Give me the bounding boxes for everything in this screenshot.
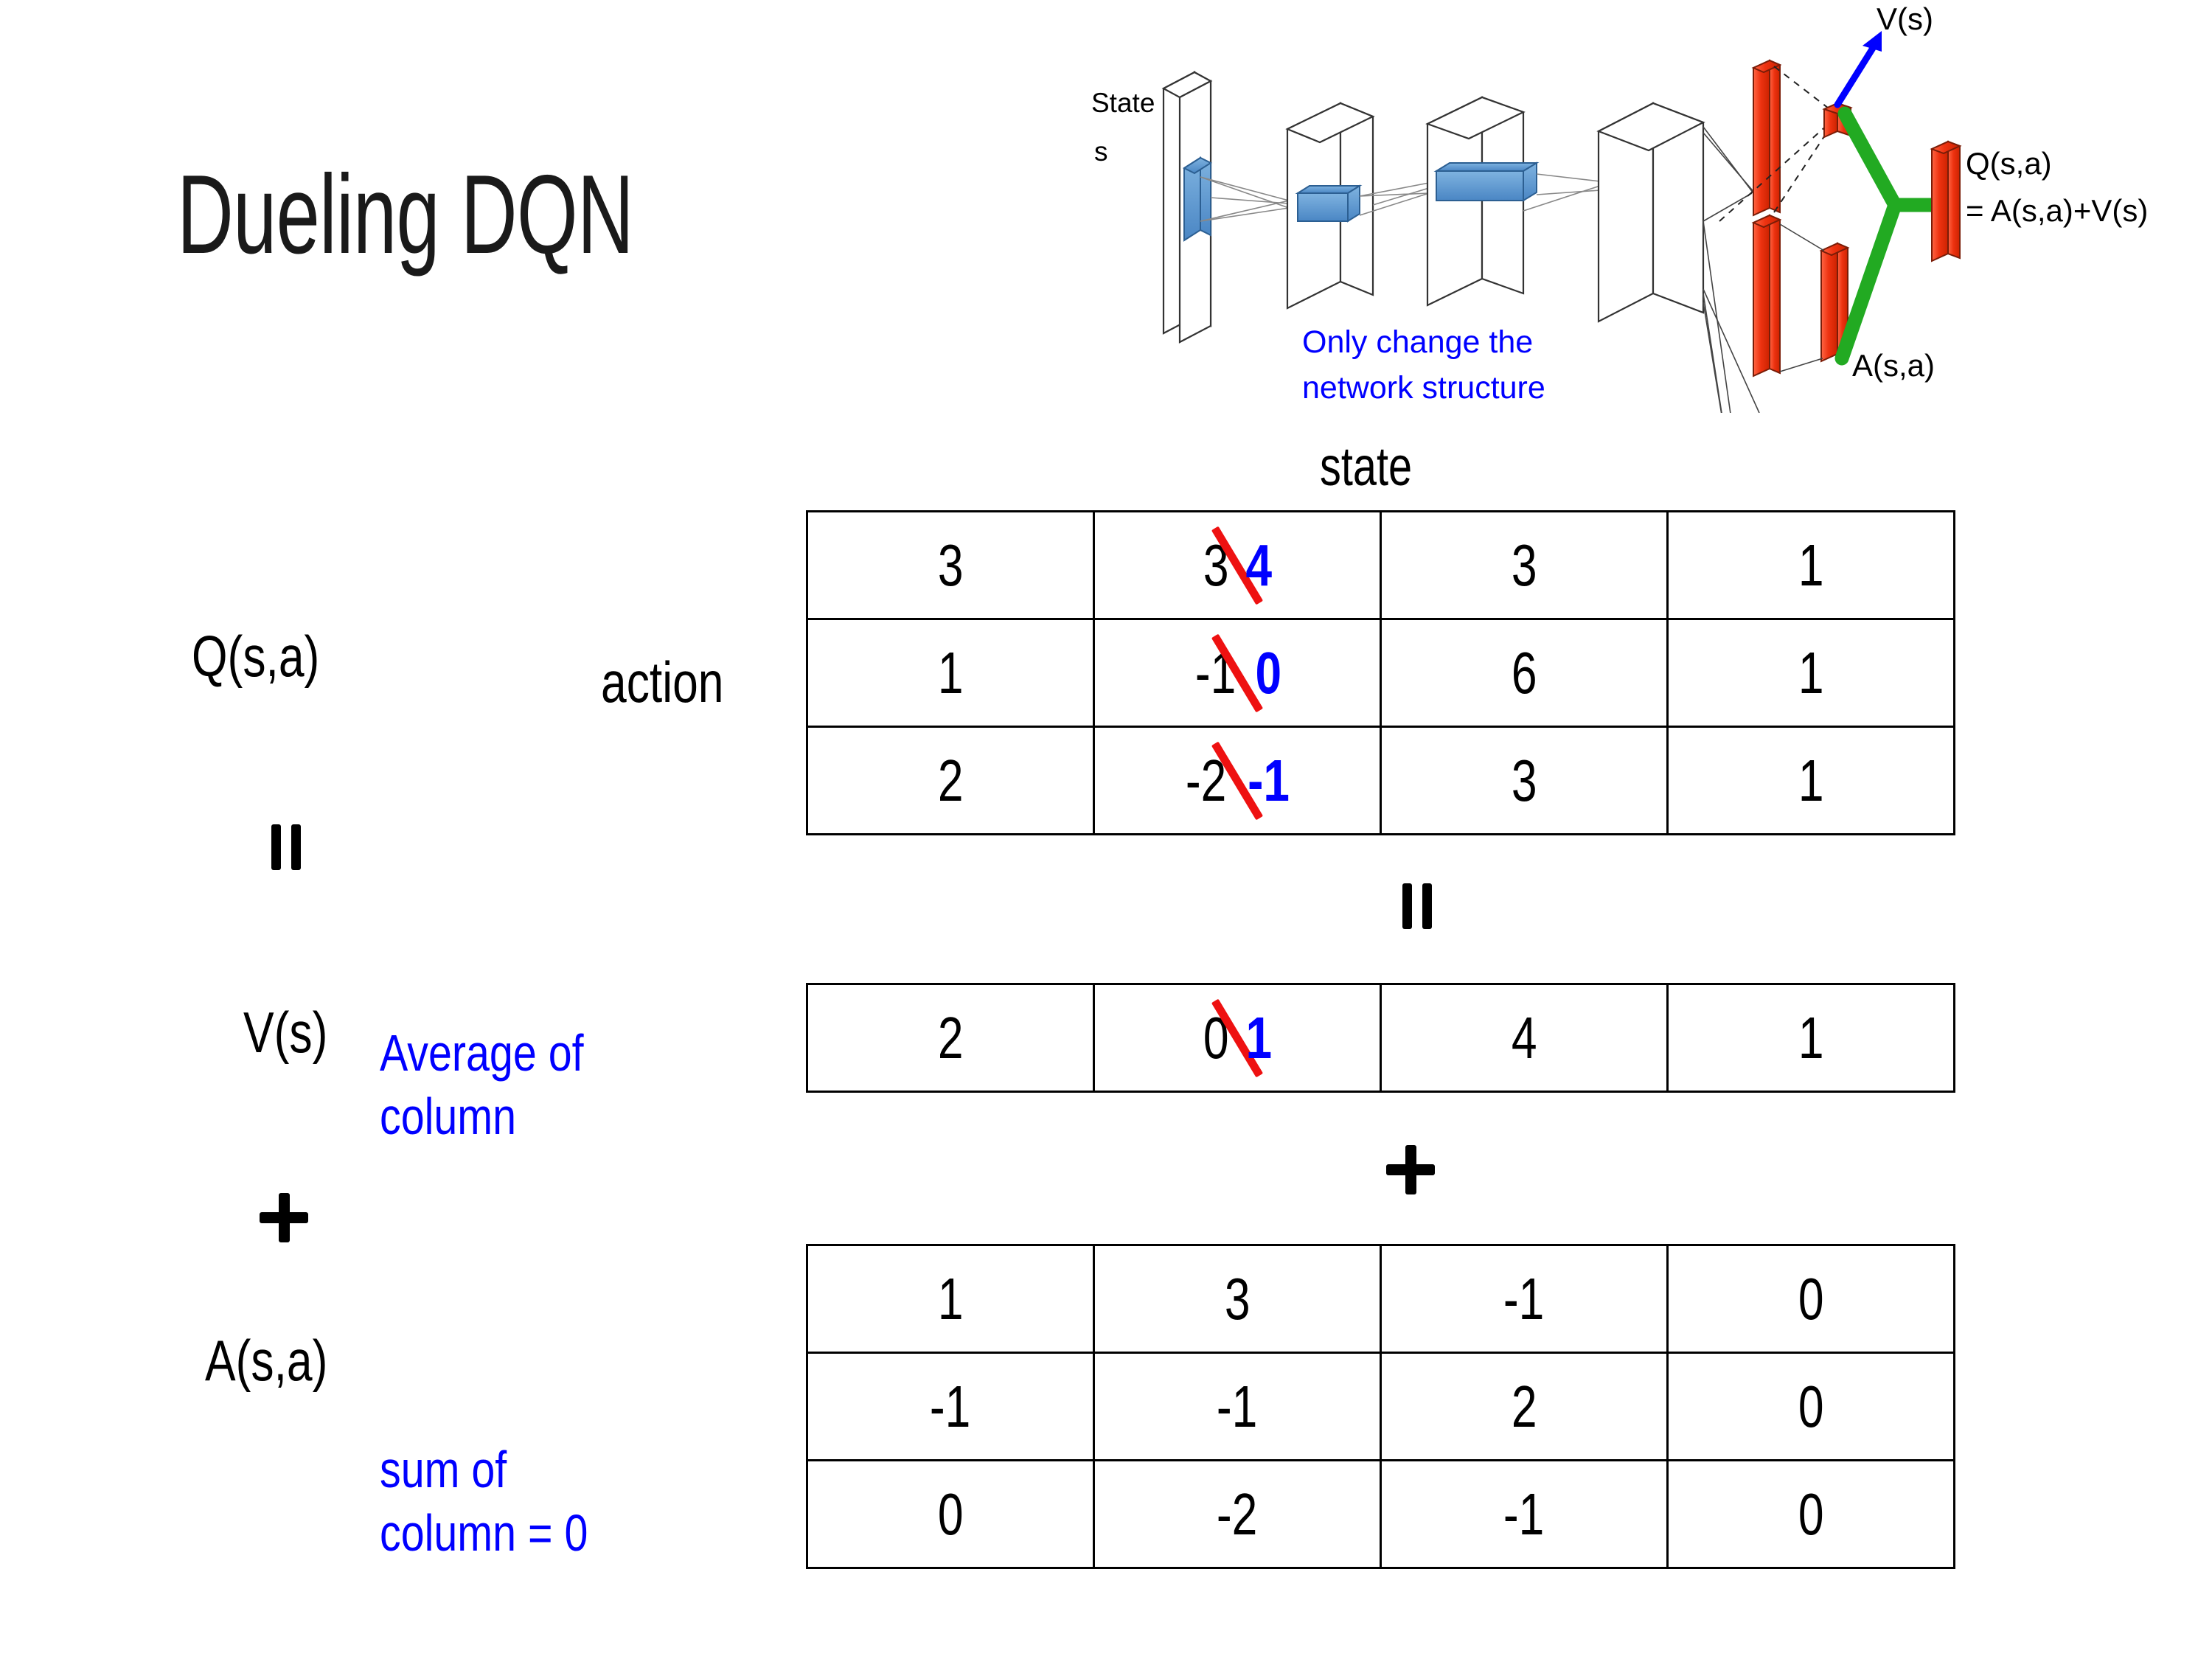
page-title: Dueling DQN bbox=[177, 152, 634, 277]
table-row: 2 -2-1 3 1 bbox=[806, 726, 1955, 835]
table-cell: -2 bbox=[1093, 1459, 1382, 1569]
diagram-note-line1: Only change the bbox=[1302, 324, 1533, 360]
a-value-table: 1 3 -1 0 -1 -1 2 0 0 -2 -1 0 bbox=[806, 1244, 1955, 1569]
table-cell: 3 bbox=[806, 510, 1095, 620]
table-cell: 3 bbox=[1093, 1244, 1382, 1354]
diagram-q-label-line2: = A(s,a)+V(s) bbox=[1966, 193, 2148, 228]
table-cell: 0 bbox=[1666, 1244, 1955, 1354]
table-cell-corrected: -2-1 bbox=[1093, 726, 1382, 835]
v-table-label: V(s) bbox=[243, 1000, 328, 1065]
diagram-note-line2: network structure bbox=[1302, 370, 1545, 406]
average-of-column-note: Average of column bbox=[380, 1024, 584, 1146]
dueling-network-diagram: State s V(s) Q(s,a) = A(s,a)+V(s) A(s,a)… bbox=[1084, 0, 2212, 413]
diagram-state-label-line2: s bbox=[1094, 136, 1108, 167]
table-cell: 3 bbox=[1380, 726, 1669, 835]
table-row: -1 -1 2 0 bbox=[806, 1352, 1955, 1461]
table-cell: 1 bbox=[806, 618, 1095, 728]
table-cell: 1 bbox=[1666, 726, 1955, 835]
table-cell: -1 bbox=[1380, 1244, 1669, 1354]
table-cell: 2 bbox=[806, 983, 1095, 1093]
table-cell: 0 bbox=[1666, 1352, 1955, 1461]
table-cell: 4 bbox=[1380, 983, 1669, 1093]
diagram-state-label-line1: State bbox=[1091, 88, 1155, 118]
table-cell: 0 bbox=[1666, 1459, 1955, 1569]
table-cell: 0 bbox=[806, 1459, 1095, 1569]
table-cell: 1 bbox=[806, 1244, 1095, 1354]
table-cell: -1 bbox=[1380, 1459, 1669, 1569]
action-axis-header: action bbox=[601, 650, 724, 714]
table-cell: 3 bbox=[1380, 510, 1669, 620]
sum-of-column-note: sum of column = 0 bbox=[380, 1441, 588, 1562]
table-cell: -1 bbox=[806, 1352, 1095, 1461]
diagram-advantage-label: A(s,a) bbox=[1852, 348, 1935, 383]
diagram-q-label-line1: Q(s,a) bbox=[1966, 146, 2052, 181]
table-cell: 6 bbox=[1380, 618, 1669, 728]
table-cell: -1 bbox=[1093, 1352, 1382, 1461]
table-cell: 2 bbox=[806, 726, 1095, 835]
q-table-label: Q(s,a) bbox=[192, 624, 320, 689]
a-table-label: A(s,a) bbox=[205, 1328, 328, 1393]
diagram-value-label: V(s) bbox=[1877, 1, 1933, 36]
table-cell: 1 bbox=[1666, 983, 1955, 1093]
table-row: 0 -2 -1 0 bbox=[806, 1459, 1955, 1569]
table-cell: 2 bbox=[1380, 1352, 1669, 1461]
table-row: 1 3 -1 0 bbox=[806, 1244, 1955, 1354]
table-cell: 1 bbox=[1666, 510, 1955, 620]
state-axis-header: state bbox=[1320, 436, 1413, 497]
table-cell: 1 bbox=[1666, 618, 1955, 728]
